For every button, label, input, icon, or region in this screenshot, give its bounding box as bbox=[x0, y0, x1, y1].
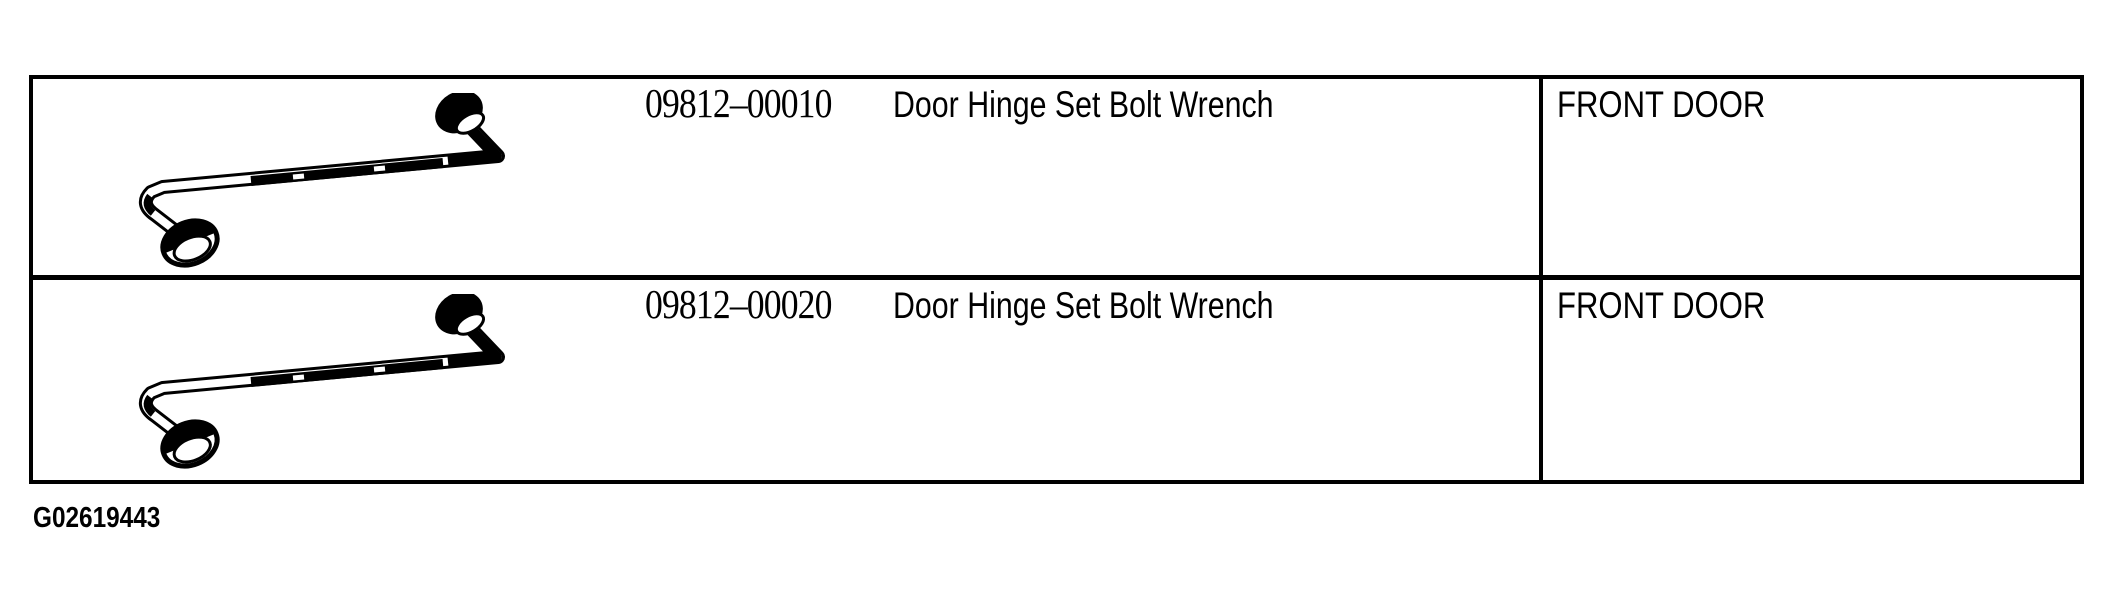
figure-id-label: G02619443 bbox=[33, 502, 161, 534]
sst-tool-table: 09812–00010 Door Hinge Set Bolt Wrench F… bbox=[29, 75, 2084, 484]
table-row: 09812–00020 Door Hinge Set Bolt Wrench F… bbox=[33, 280, 2080, 480]
application-cell: FRONT DOOR bbox=[1539, 79, 2080, 275]
wrench-icon bbox=[138, 294, 505, 469]
application-label: FRONT DOOR bbox=[1557, 84, 1766, 125]
part-number: 09812–00010 bbox=[645, 80, 832, 126]
tool-description: Door Hinge Set Bolt Wrench bbox=[893, 84, 1274, 125]
table-row: 09812–00010 Door Hinge Set Bolt Wrench F… bbox=[33, 79, 2080, 280]
application-label: FRONT DOOR bbox=[1557, 285, 1766, 326]
application-cell: FRONT DOOR bbox=[1539, 280, 2080, 480]
wrench-icon bbox=[138, 93, 505, 268]
tool-description: Door Hinge Set Bolt Wrench bbox=[893, 285, 1274, 326]
part-number: 09812–00020 bbox=[645, 281, 832, 327]
